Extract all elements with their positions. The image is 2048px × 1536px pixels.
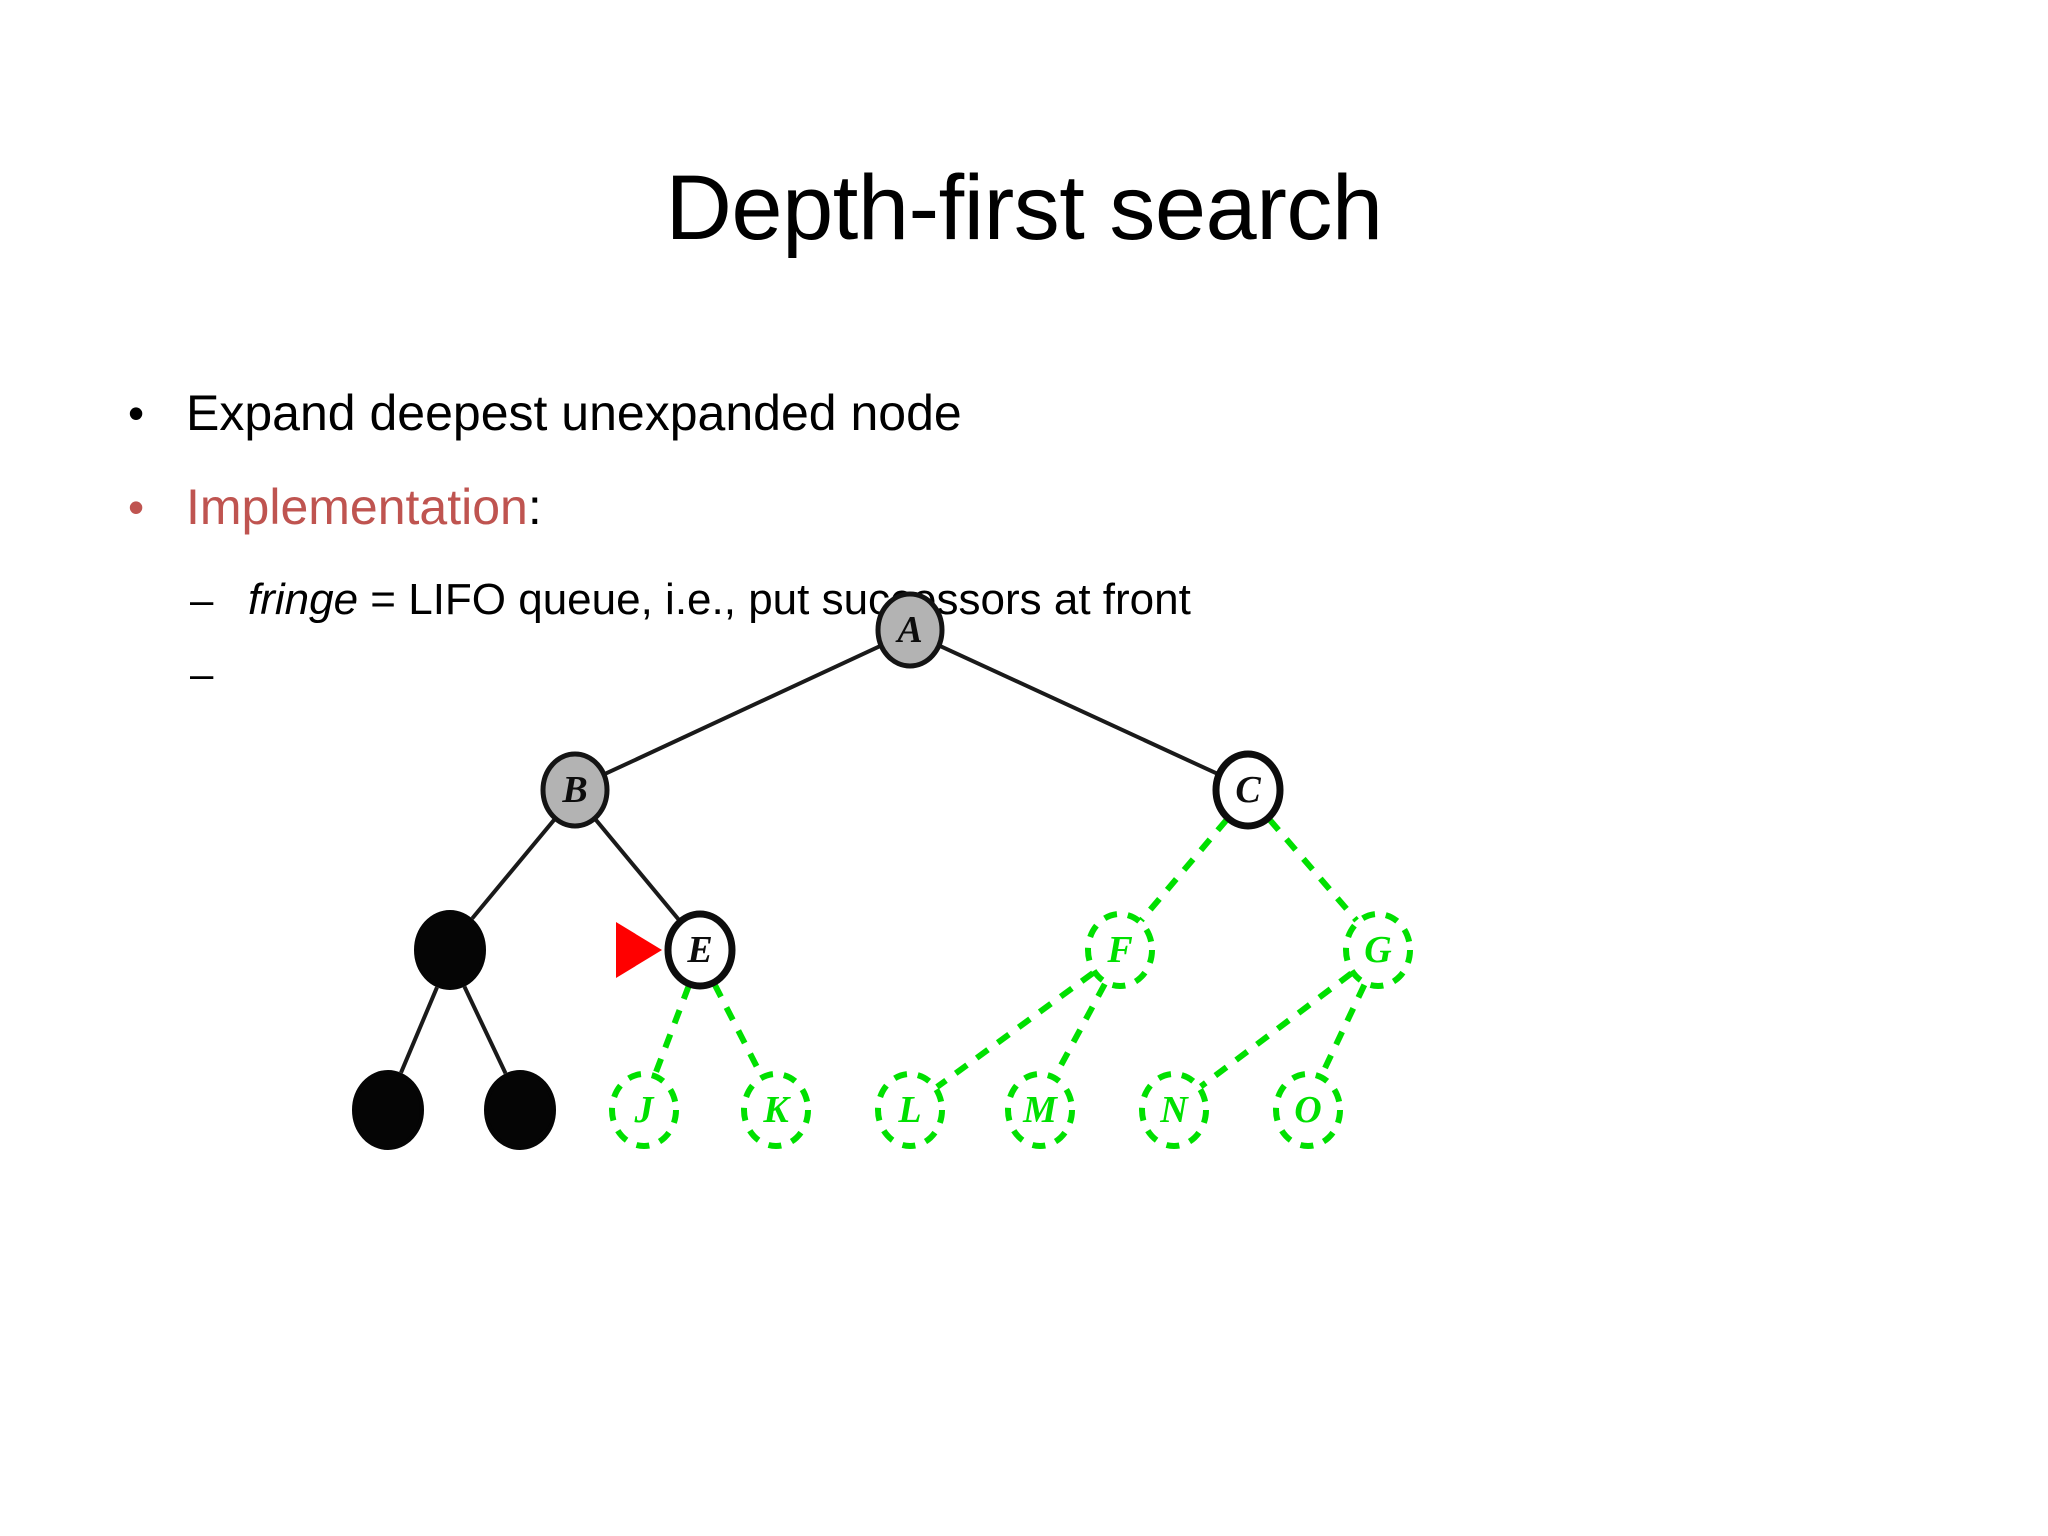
node-label: O [1294,1089,1321,1131]
page-title: Depth-first search [665,156,1383,259]
node-label: M [1022,1089,1058,1131]
node-label: J [634,1089,655,1131]
tree-edge-a-b [604,644,881,776]
node-shape [1005,1071,1075,1149]
tree-edge-b-e [594,818,681,922]
tree-edge-f-l [935,970,1095,1090]
dash-marker-icon: – [190,650,214,697]
tree-edge-d-i [462,985,508,1075]
node-label: B [561,769,587,811]
tree-node-b[interactable]: B [540,751,610,829]
tree-edge-d-h [399,986,439,1074]
tree-edge-e-j [652,984,692,1076]
tree-node-h[interactable] [352,1070,424,1150]
node-shape [1212,750,1284,830]
node-label: F [1106,929,1132,971]
tree-edge-b-d [470,818,556,920]
bullet-item-implementation: • Implementation: [118,476,1938,538]
bullet-text-implementation: Implementation: [186,476,542,538]
tree-edge-c-g [1267,817,1359,923]
tree-node-c[interactable]: C [1212,750,1284,830]
tree-node-d[interactable] [414,910,486,990]
sub-bullet-text-fringe: fringe = LIFO queue, i.e., put successor… [248,570,1191,630]
tree-node-f[interactable]: F [1085,911,1155,989]
node-shape [741,1071,811,1149]
tree-edge-f-m [1052,982,1108,1078]
tree-edge-layer [399,644,1368,1090]
sub-bullet-empty: – [190,644,1938,704]
node-shape [414,910,486,990]
tree-node-g[interactable]: G [1343,911,1413,989]
term-fringe: fringe [248,575,359,624]
tree-node-o[interactable]: O [1273,1071,1343,1149]
node-label: C [1235,769,1261,811]
node-shape [609,1071,679,1149]
sub-bullet-fringe: – fringe = LIFO queue, i.e., put success… [190,570,1938,630]
node-label: L [897,1089,921,1131]
node-shape [540,751,610,829]
node-label: N [1159,1089,1189,1131]
tree-svg: A B C E F G J K L M N O [352,591,1413,1150]
tree-edge-a-c [939,644,1219,776]
node-shape [484,1070,556,1150]
sub-bullet-rest: = LIFO queue, i.e., put successors at fr… [358,575,1191,624]
node-label: E [686,929,712,971]
tree-edge-g-n [1198,971,1354,1089]
node-shape [875,1071,945,1149]
bullet-list: • Expand deepest unexpanded node • Imple… [118,382,1938,704]
tree-edge-g-o [1318,983,1368,1077]
tree-node-j[interactable]: J [609,1071,679,1149]
node-shape [1273,1071,1343,1149]
tree-node-l[interactable]: L [875,1071,945,1149]
tree-node-n[interactable]: N [1139,1071,1209,1149]
node-label: K [762,1089,791,1131]
tree-edge-e-k [711,982,765,1078]
bullet-text-expand: Expand deepest unexpanded node [186,385,962,441]
node-shape [352,1070,424,1150]
node-shape [664,910,736,990]
tree-node-k[interactable]: K [741,1071,811,1149]
current-node-pointer-layer [616,922,662,978]
bullet-marker-icon: • [128,481,145,533]
bullet-text-colon: : [527,479,542,535]
tree-edge-c-f [1138,817,1230,923]
node-label: A [895,609,922,651]
node-shape [1085,911,1155,989]
dash-marker-icon: – [190,576,214,623]
accent-word-implementation: Implementation [186,479,528,535]
node-shape [875,591,945,669]
tree-node-layer: A B C E F G J K L M N O [352,591,1413,1150]
search-tree-diagram: A B C E F G J K L M N O [120,570,1920,1536]
red-triangle-pointer-icon [616,922,662,978]
tree-node-i[interactable] [484,1070,556,1150]
bullet-item-expand: • Expand deepest unexpanded node [118,382,1938,444]
tree-node-e[interactable]: E [664,910,736,990]
bullet-marker-icon: • [128,387,145,439]
tree-node-m[interactable]: M [1005,1071,1075,1149]
node-shape [1343,911,1413,989]
tree-node-a[interactable]: A [875,591,945,669]
node-label: G [1364,929,1392,971]
node-shape [1139,1071,1209,1149]
